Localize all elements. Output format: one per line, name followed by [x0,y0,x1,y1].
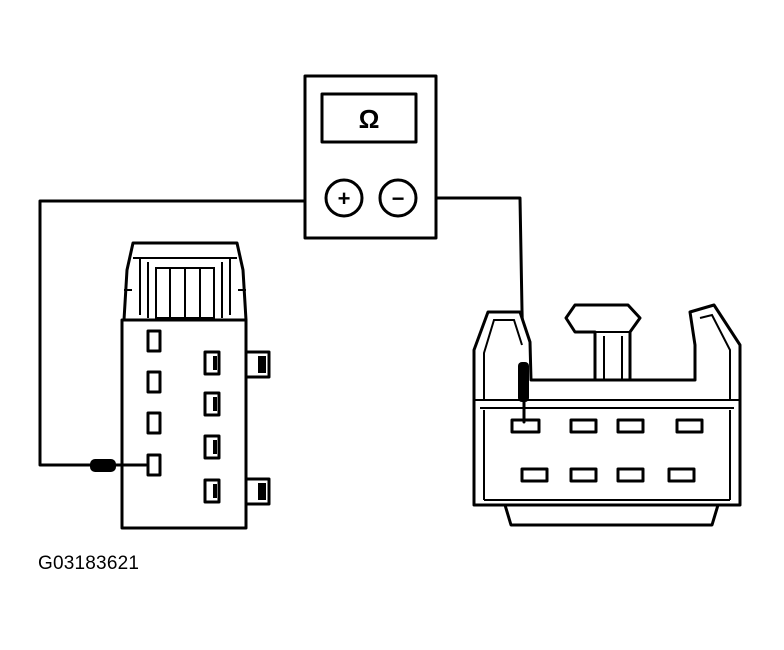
ohm-symbol: Ω [359,104,380,134]
pin-cavity [146,370,162,394]
pin-cavity [520,467,549,483]
pin-cavity [675,418,704,434]
left-connector [120,241,271,530]
ohmmeter: Ω + − [303,74,438,240]
pin-cavity [146,329,162,353]
figure-code: G03183621 [38,553,140,574]
right-connector [472,303,742,527]
meter-display [320,92,418,144]
pin-cavity [667,467,696,483]
probe-tip-left [90,459,148,472]
negative-terminal-label: − [392,186,405,211]
pin-cavity [146,411,162,435]
positive-terminal [324,178,364,218]
pin-cavity [569,418,598,434]
wire-positive-lead [38,199,324,467]
pin-cavity [569,467,598,483]
pin-cavity-tested [146,453,162,477]
negative-terminal [378,178,418,218]
pin-cavity [616,418,645,434]
pin-cavity [616,467,645,483]
probe-tip-right [518,362,529,424]
positive-terminal-label: + [338,186,351,211]
